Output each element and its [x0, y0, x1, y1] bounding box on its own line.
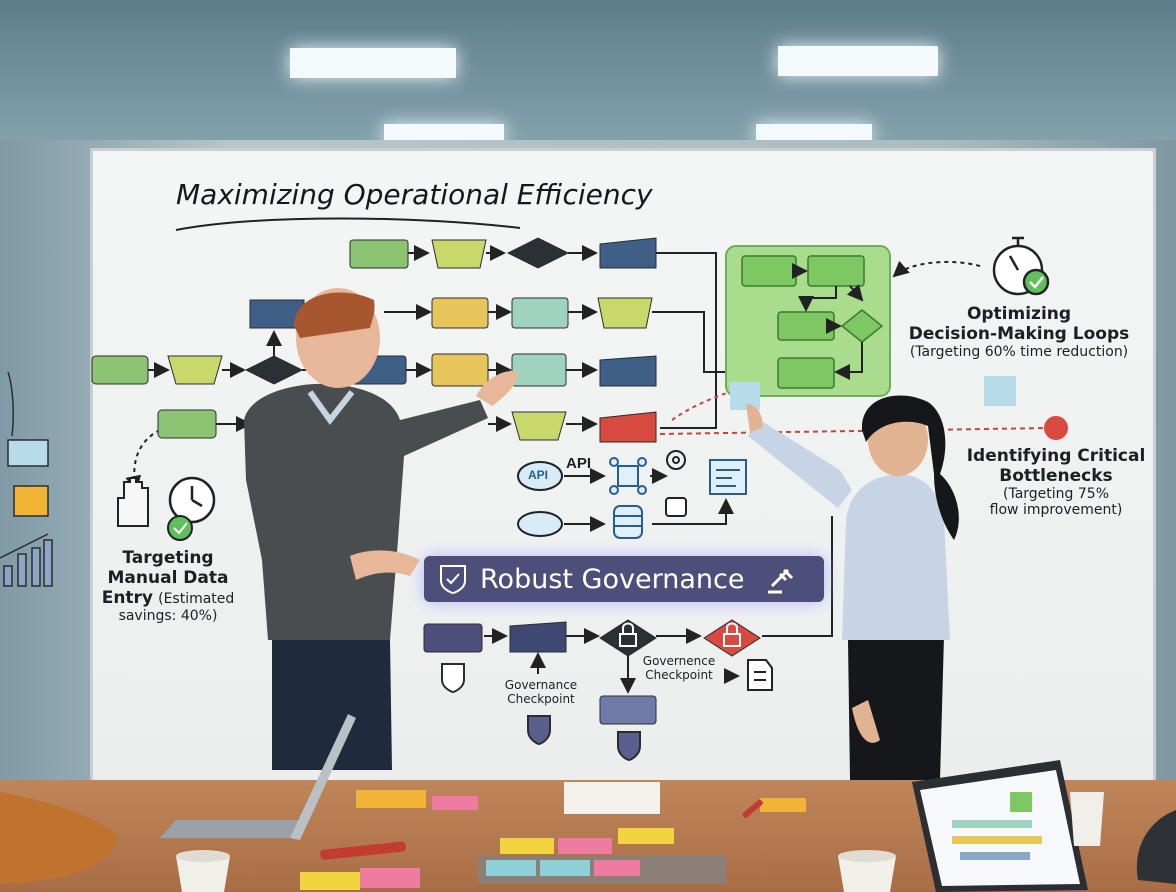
sticky-note: [984, 376, 1016, 406]
optimizing-line1: Optimizing: [966, 304, 1072, 324]
governance-title: Robust Governance: [480, 563, 745, 595]
coffee-cup: [176, 850, 230, 892]
manual-entry-label: Targeting Manual Data Entry (Estimated s…: [96, 548, 240, 624]
bottlenecks-line4: flow improvement): [989, 502, 1123, 518]
optimizing-line3: (Targeting 60% time reduction): [909, 344, 1129, 360]
checkpoint-left-line1: Governance: [504, 678, 578, 692]
manual-line1: Targeting: [122, 548, 214, 568]
checkpoint-right-line1: Governence: [642, 654, 716, 668]
laptop-right: [912, 760, 1088, 892]
checkpoint-right-label: Governence Checkpoint: [634, 654, 724, 682]
api-icon-text: API: [528, 468, 549, 482]
checkpoint-right-line2: Checkpoint: [645, 668, 713, 682]
lock-icon: [723, 622, 741, 647]
cloud-icon: [517, 511, 563, 537]
bottlenecks-line2: Bottlenecks: [999, 466, 1113, 486]
ceiling-light: [756, 124, 872, 144]
manual-line3b: (Estimated: [158, 591, 235, 607]
coffee-cup: [838, 850, 896, 892]
manual-line2: Manual Data: [107, 568, 229, 588]
optimizing-label: Optimizing Decision-Making Loops (Target…: [904, 304, 1134, 360]
api-cloud-icon: [517, 461, 563, 491]
attendee-arm: [0, 792, 118, 884]
notepad: [564, 782, 660, 814]
network-icon: [609, 457, 647, 495]
bottleneck-marker: [1044, 416, 1068, 440]
bottlenecks-line3: (Targeting 75%: [1003, 486, 1109, 502]
shield-icon: [441, 663, 465, 694]
hand-icon: [117, 477, 193, 541]
attendee-arm: [1136, 810, 1176, 884]
ceiling-light: [778, 46, 938, 76]
marker-pen: [742, 799, 763, 818]
ceiling: [0, 0, 1176, 150]
checkpoint-left-label: Governance Checkpoint: [496, 678, 586, 706]
document-icon: [747, 659, 773, 691]
board-title: Maximizing Operational Efficiency: [176, 178, 653, 211]
ceiling-light: [290, 48, 456, 78]
shield-icon: [440, 565, 466, 595]
checkpoint-left-line2: Checkpoint: [507, 692, 575, 706]
woman-presenter: [746, 395, 959, 780]
lock-icon: [619, 622, 637, 647]
laptop-left: [160, 714, 356, 840]
server-icon: [665, 497, 687, 517]
gavel-icon: [768, 568, 794, 594]
title-underline: [175, 217, 521, 231]
sticky-note: [730, 382, 760, 410]
governance-banner: Robust Governance: [424, 556, 824, 602]
bottlenecks-line1: Identifying Critical: [966, 446, 1146, 466]
marker-pen: [320, 841, 406, 860]
sticky-notes: [300, 790, 806, 890]
manual-line4: savings: 40%): [118, 608, 218, 624]
coffee-cup: [1070, 792, 1104, 846]
database-icon: [613, 505, 643, 539]
optimizing-line2: Decision-Making Loops: [908, 324, 1130, 344]
api-label: API: [566, 455, 592, 472]
flipchart-sketch: [0, 371, 53, 587]
shield-icon: [527, 715, 641, 762]
stopwatch-icon: [992, 236, 1050, 296]
ceiling-light: [384, 124, 504, 144]
gear-icon: [666, 450, 686, 470]
clock-icon: [168, 476, 216, 524]
bottlenecks-label: Identifying Critical Bottlenecks (Target…: [966, 446, 1146, 518]
dashboard-icon: [709, 459, 747, 495]
man-presenter: [244, 288, 519, 770]
manual-line3: Entry: [101, 588, 154, 608]
